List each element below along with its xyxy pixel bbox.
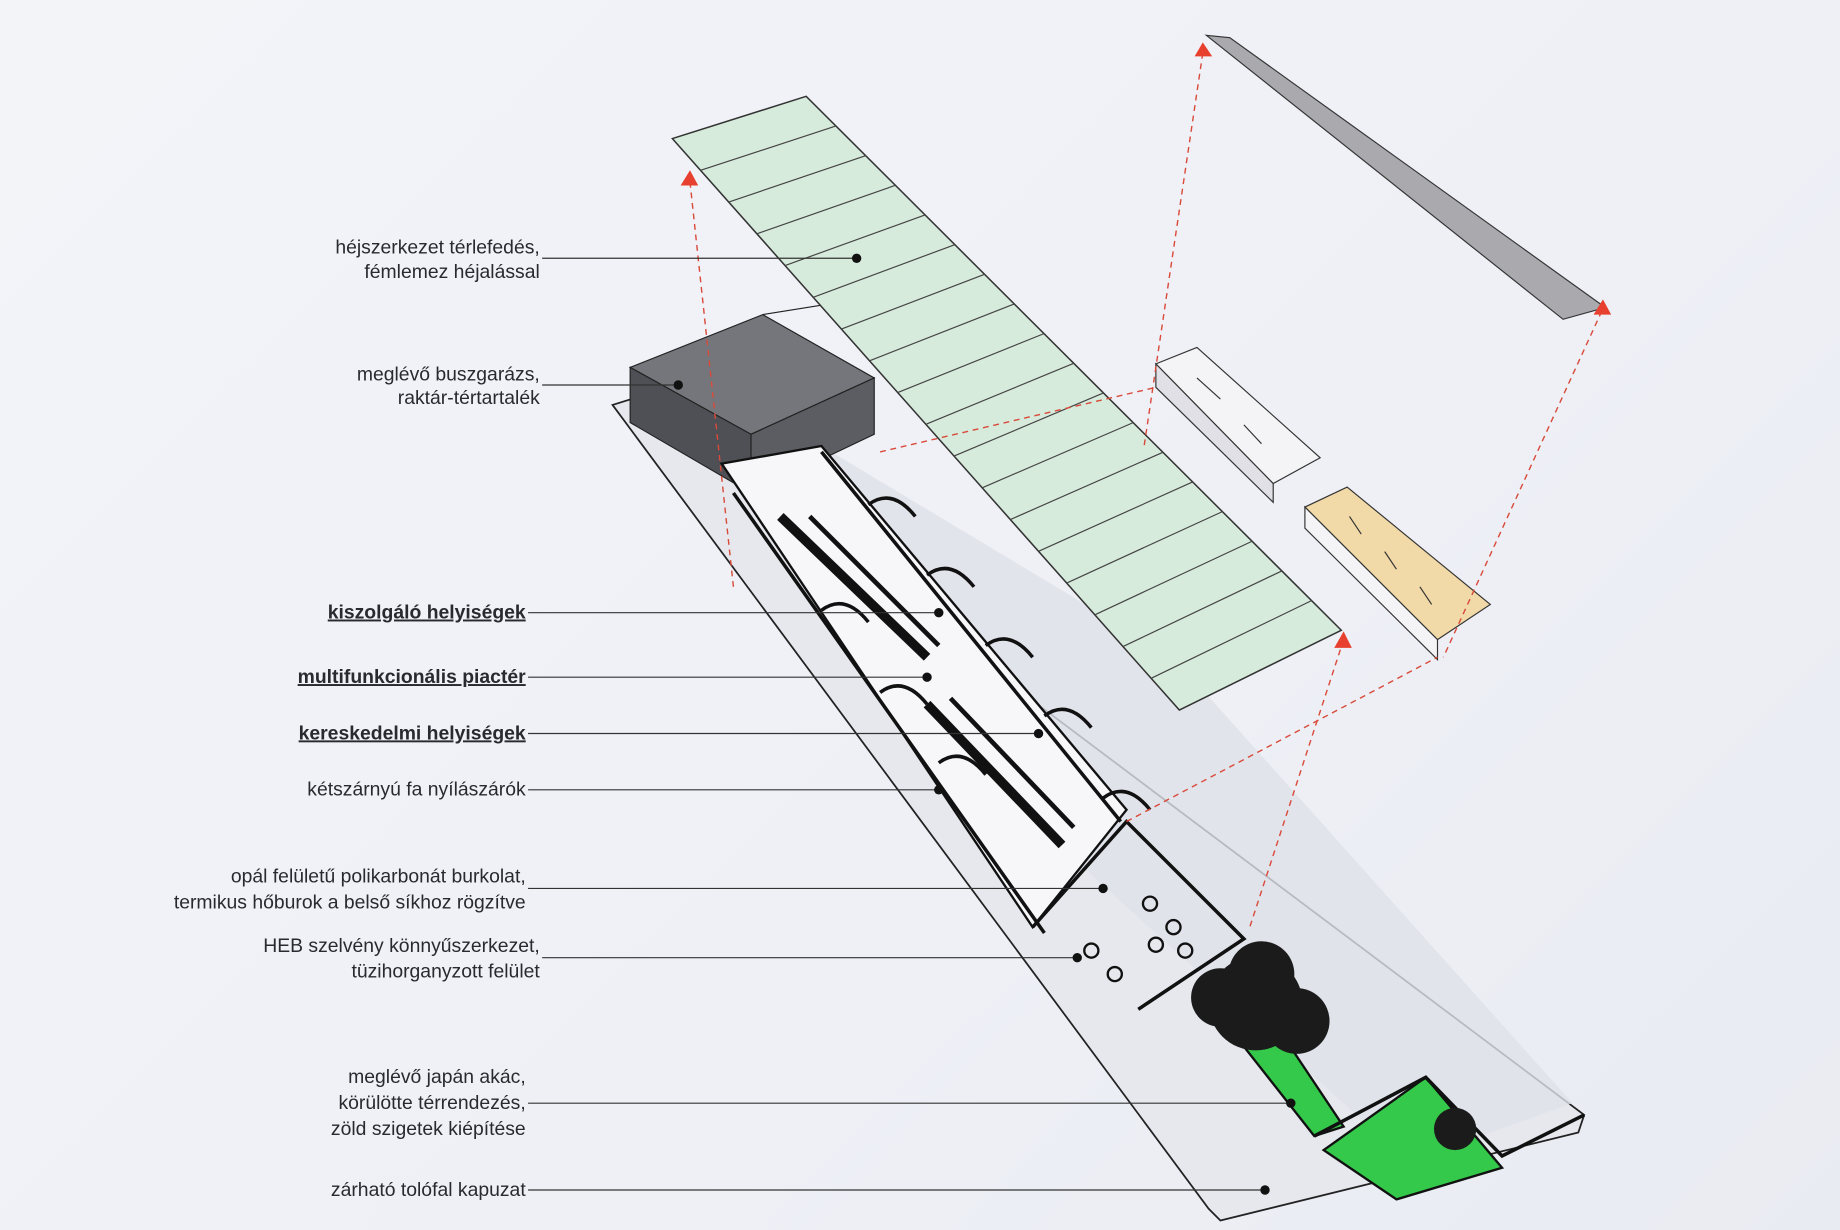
roof-slab [1204, 34, 1607, 320]
roof-fold-line [700, 125, 837, 171]
roof-fold-line [813, 244, 956, 298]
roof-fold-line [1010, 451, 1164, 521]
retail-rooms-box [1303, 486, 1492, 661]
roof-fold-line [1066, 511, 1223, 584]
annotation-label: kétszárnyú fa nyílászárók [307, 779, 526, 801]
annotation-label: zárható tolófal kapuzat [331, 1179, 526, 1201]
leader-dot [1033, 728, 1044, 739]
annotation-label: zöld szigetek kiépítése [331, 1118, 526, 1140]
annotation-label: multifunkcionális piactér [298, 666, 527, 688]
leader-dot [851, 253, 862, 263]
leader-dot [1286, 1098, 1296, 1108]
leader-dot [1072, 952, 1082, 963]
annotation-label: opál felületű polikarbonát burkolat, [231, 866, 526, 888]
roof-fold-line [1150, 600, 1312, 679]
annotation-label: HEB szelvény könnyűszerkezet, [263, 935, 540, 957]
roof-fold-line [869, 303, 1015, 362]
annotation-label: kereskedelmi helyiségek [299, 722, 526, 744]
leader-dot [922, 672, 932, 682]
annotation-label: meglévő japán akác, [348, 1066, 526, 1088]
shadow-area [821, 446, 1573, 1162]
roof-fold-line [981, 422, 1134, 489]
explode-guides [680, 42, 1612, 928]
leader-dot [934, 785, 944, 795]
roof-fold-line [1094, 540, 1253, 616]
roof-fold-line [728, 155, 866, 203]
annotation-label: tüzihorganyzott felület [351, 961, 540, 983]
folded-roof-shell [671, 95, 1343, 711]
annotation-label: körülötte térrendezés, [338, 1092, 525, 1114]
roof-fold-line [756, 184, 896, 235]
leader-dot [673, 380, 683, 390]
roof-fold-line [1122, 570, 1283, 648]
annotation-label: fémlemez héjalással [364, 261, 539, 283]
annotation-labels: héjszerkezet térlefedés,fémlemez héjalás… [174, 237, 1296, 1201]
roof-fold-line [841, 273, 985, 330]
annotation-label: meglévő buszgarázs, [357, 363, 540, 385]
leader-dot [934, 607, 944, 618]
roof-fold-line [953, 392, 1104, 457]
roof-fold-line [897, 333, 1045, 394]
service-rooms-box [1154, 346, 1322, 504]
roof-fold-line [925, 362, 1074, 425]
annotation-label: kiszolgáló helyiségek [328, 602, 526, 624]
leader-dot [1098, 883, 1108, 894]
roof-fold-line [784, 214, 926, 267]
japanese-acacia-tree-icon [1191, 941, 1477, 1151]
leader-dot [1260, 1185, 1270, 1195]
annotation-label: raktár-tértartalék [398, 387, 540, 409]
market-hall [719, 444, 1247, 1011]
existing-bus-garage [628, 304, 876, 494]
roof-fold-line [1038, 481, 1193, 552]
annotation-label: termikus hőburok a belső síkhoz rögzítve [174, 891, 526, 913]
annotation-label: héjszerkezet térlefedés, [335, 237, 539, 259]
